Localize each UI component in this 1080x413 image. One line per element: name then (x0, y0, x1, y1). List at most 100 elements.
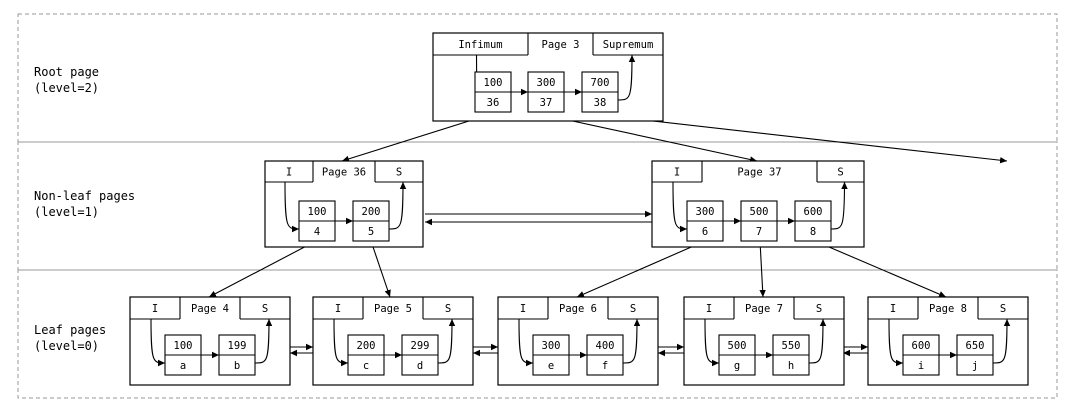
infimum-link (284, 181, 300, 233)
record: 650 j (956, 334, 994, 376)
infimum-link (672, 181, 688, 233)
record-key: 100 (484, 77, 503, 89)
nonleaf-level-label: Non-leaf pages (level=1) (34, 189, 135, 219)
page-frame (264, 160, 424, 248)
record-key: 600 (804, 206, 823, 218)
supremum-label: S (1000, 303, 1006, 315)
record-key: 700 (591, 77, 610, 89)
supremum-link (622, 318, 641, 364)
record: 600 8 (794, 200, 832, 242)
page-title: Page 8 (929, 303, 967, 315)
page-title: Page 6 (559, 303, 597, 315)
supremum-link (617, 54, 636, 101)
supremum-link (254, 318, 273, 364)
record: 100 4 (298, 200, 336, 242)
page-title: Page 5 (374, 303, 412, 315)
record-key: 300 (542, 340, 561, 352)
page-frame (683, 296, 845, 386)
record-value: 36 (487, 97, 500, 109)
infimum-link (518, 318, 534, 367)
nonleaf-level-band (17, 141, 1058, 271)
infimum-link (150, 318, 166, 367)
record: 300 e (532, 334, 570, 376)
page-title: Page 36 (322, 167, 366, 179)
infimum-label: I (152, 303, 158, 315)
infimum-label: I (890, 303, 896, 315)
supremum-label: S (396, 167, 402, 179)
infimum-label: I (335, 303, 341, 315)
sibling-links (290, 210, 868, 357)
pointer-arrow (576, 240, 706, 298)
level-label-line2: (level=0) (34, 339, 99, 353)
supremum-link (992, 318, 1011, 364)
record-value: 38 (594, 97, 607, 109)
record-value: h (788, 360, 794, 372)
page-frame (129, 296, 291, 386)
record: 550 h (772, 334, 810, 376)
record-key: 500 (728, 340, 747, 352)
level-label-line1: Leaf pages (34, 323, 106, 337)
record: 100 a (164, 334, 202, 376)
level-label-line2: (level=1) (34, 205, 99, 219)
infimum-label: Infimum (458, 39, 502, 51)
level-label-line1: Non-leaf pages (34, 189, 135, 203)
record-key: 100 (308, 206, 327, 218)
supremum-label: Supremum (603, 39, 654, 51)
record: 700 38 (581, 71, 619, 113)
record: 100 36 (474, 71, 512, 113)
supremum-label: S (262, 303, 268, 315)
record-key: 100 (174, 340, 193, 352)
record-value: a (180, 360, 186, 372)
record-value: 4 (314, 226, 320, 238)
page-frame (497, 296, 659, 386)
leaf-level-label: Leaf pages (level=0) (34, 323, 106, 353)
root-level-band (17, 13, 1058, 143)
supremum-label: S (816, 303, 822, 315)
record-key: 200 (357, 340, 376, 352)
record-key: 200 (362, 206, 381, 218)
record-value: 6 (702, 226, 708, 238)
pointer-arrow (370, 240, 391, 298)
record-value: j (972, 360, 978, 372)
infimum-label: I (706, 303, 712, 315)
record-value: 5 (368, 226, 374, 238)
infimum-label: I (674, 167, 680, 179)
pointer-arrow (759, 240, 766, 298)
supremum-label: S (630, 303, 636, 315)
page-frame (312, 296, 474, 386)
infimum-label: I (286, 167, 292, 179)
supremum-link (388, 181, 407, 230)
record-value: 8 (810, 226, 816, 238)
page-title: Page 3 (542, 39, 580, 51)
record-value: c (363, 360, 369, 372)
record-value: e (548, 360, 554, 372)
pointer-arrow (599, 114, 1008, 164)
root-level-label: Root page (level=2) (34, 65, 99, 95)
record-key: 550 (782, 340, 801, 352)
level-label-line1: Root page (34, 65, 99, 79)
page-title: Page 7 (745, 303, 783, 315)
record-key: 500 (750, 206, 769, 218)
record-value: 7 (756, 226, 762, 238)
nonleaf-page: I Page 36 S 100 4 200 5 (264, 160, 424, 248)
record-value: d (417, 360, 423, 372)
supremum-label: S (445, 303, 451, 315)
infimum-label: I (520, 303, 526, 315)
pointer-arrow (341, 114, 489, 162)
record-value: g (734, 360, 740, 372)
record-key: 650 (966, 340, 985, 352)
pointer-arrow (544, 114, 758, 163)
infimum-link (333, 318, 349, 367)
page-title: Page 37 (737, 167, 781, 179)
